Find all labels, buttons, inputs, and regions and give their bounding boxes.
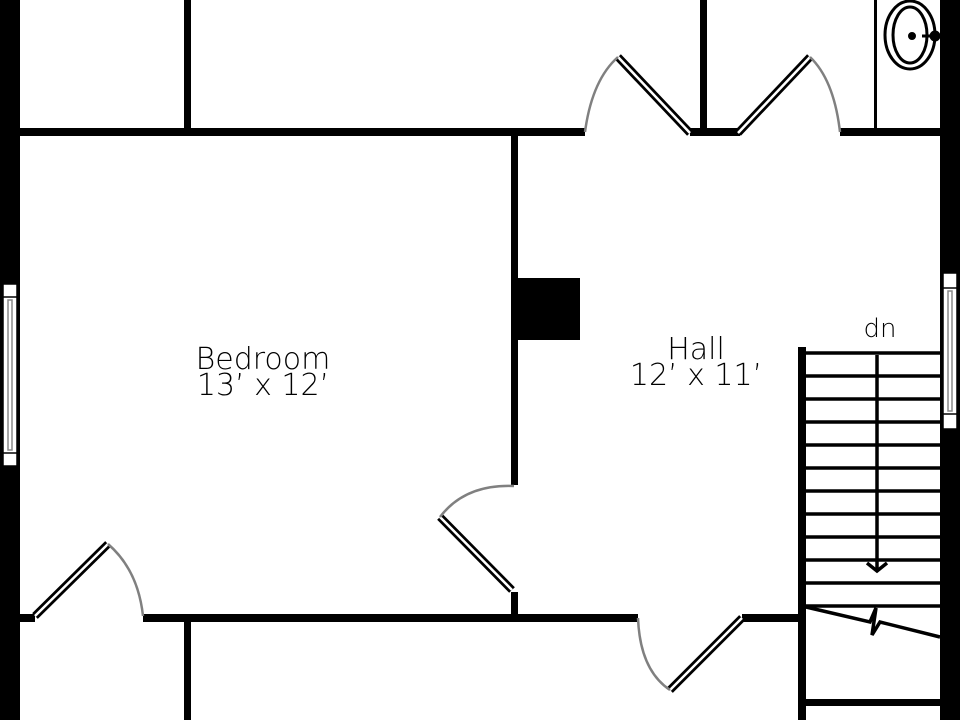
doors [32, 54, 842, 693]
bedroom-label: Bedroom 13’ x 12’ [163, 345, 363, 401]
top-wall-middle [690, 128, 740, 136]
room-name: Hall [667, 332, 725, 367]
closet-wall-bottom [184, 618, 191, 720]
chimney [511, 278, 580, 340]
stair-arrow-head [865, 561, 889, 574]
door-bedroom-bottom [32, 541, 145, 619]
windows [2, 272, 958, 467]
stair-landing-wall [806, 699, 940, 706]
stair-wall [798, 347, 806, 720]
bath-partition [874, 0, 877, 132]
closet-wall-top-left [184, 0, 191, 132]
staircase [805, 351, 941, 639]
right-window [943, 273, 957, 429]
top-wall-left [20, 128, 585, 136]
hall-label: Hall 12’ x 11’ [596, 335, 796, 391]
sink [883, 0, 941, 71]
door-bedroom [437, 484, 515, 593]
top-wall-right [840, 128, 940, 136]
door-top-right [735, 54, 842, 136]
room-dimensions: 13’ x 12’ [196, 368, 330, 403]
bottom-wall-left [20, 614, 35, 622]
door-top-left [583, 54, 693, 136]
room-dimensions: 12’ x 11’ [629, 358, 763, 393]
bedroom-hall-wall-lower [511, 592, 518, 618]
stairs-direction-label: dn [863, 314, 897, 344]
left-window [3, 284, 17, 466]
door-hall-bottom [636, 615, 745, 693]
closet-wall-top-mid [700, 0, 707, 132]
room-name: Bedroom [195, 342, 331, 377]
stair-break-line [805, 605, 941, 639]
bottom-wall-right [742, 614, 802, 622]
bottom-wall-mid [143, 614, 638, 622]
